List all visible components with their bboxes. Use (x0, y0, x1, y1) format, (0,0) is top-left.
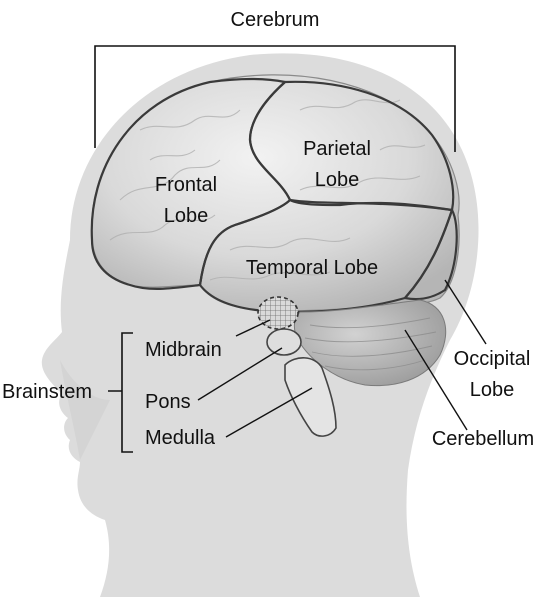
parietal-lobe-label-2: Lobe (315, 169, 360, 191)
brainstem-label: Brainstem (2, 381, 92, 403)
medulla-label: Medulla (145, 427, 216, 449)
cerebellum-label: Cerebellum (432, 428, 534, 450)
temporal-lobe-label: Temporal Lobe (246, 257, 378, 279)
pons-shape (267, 329, 301, 355)
midbrain-shape (258, 297, 298, 329)
frontal-lobe-label-2: Lobe (164, 205, 209, 227)
occipital-lobe-label: Occipital (454, 348, 531, 370)
frontal-lobe-label: Frontal (155, 174, 217, 196)
occipital-lobe-label-2: Lobe (470, 379, 515, 401)
midbrain-label: Midbrain (145, 339, 222, 361)
cerebrum-label: Cerebrum (231, 9, 320, 31)
parietal-lobe-label: Parietal (303, 138, 371, 160)
pons-label: Pons (145, 391, 191, 413)
